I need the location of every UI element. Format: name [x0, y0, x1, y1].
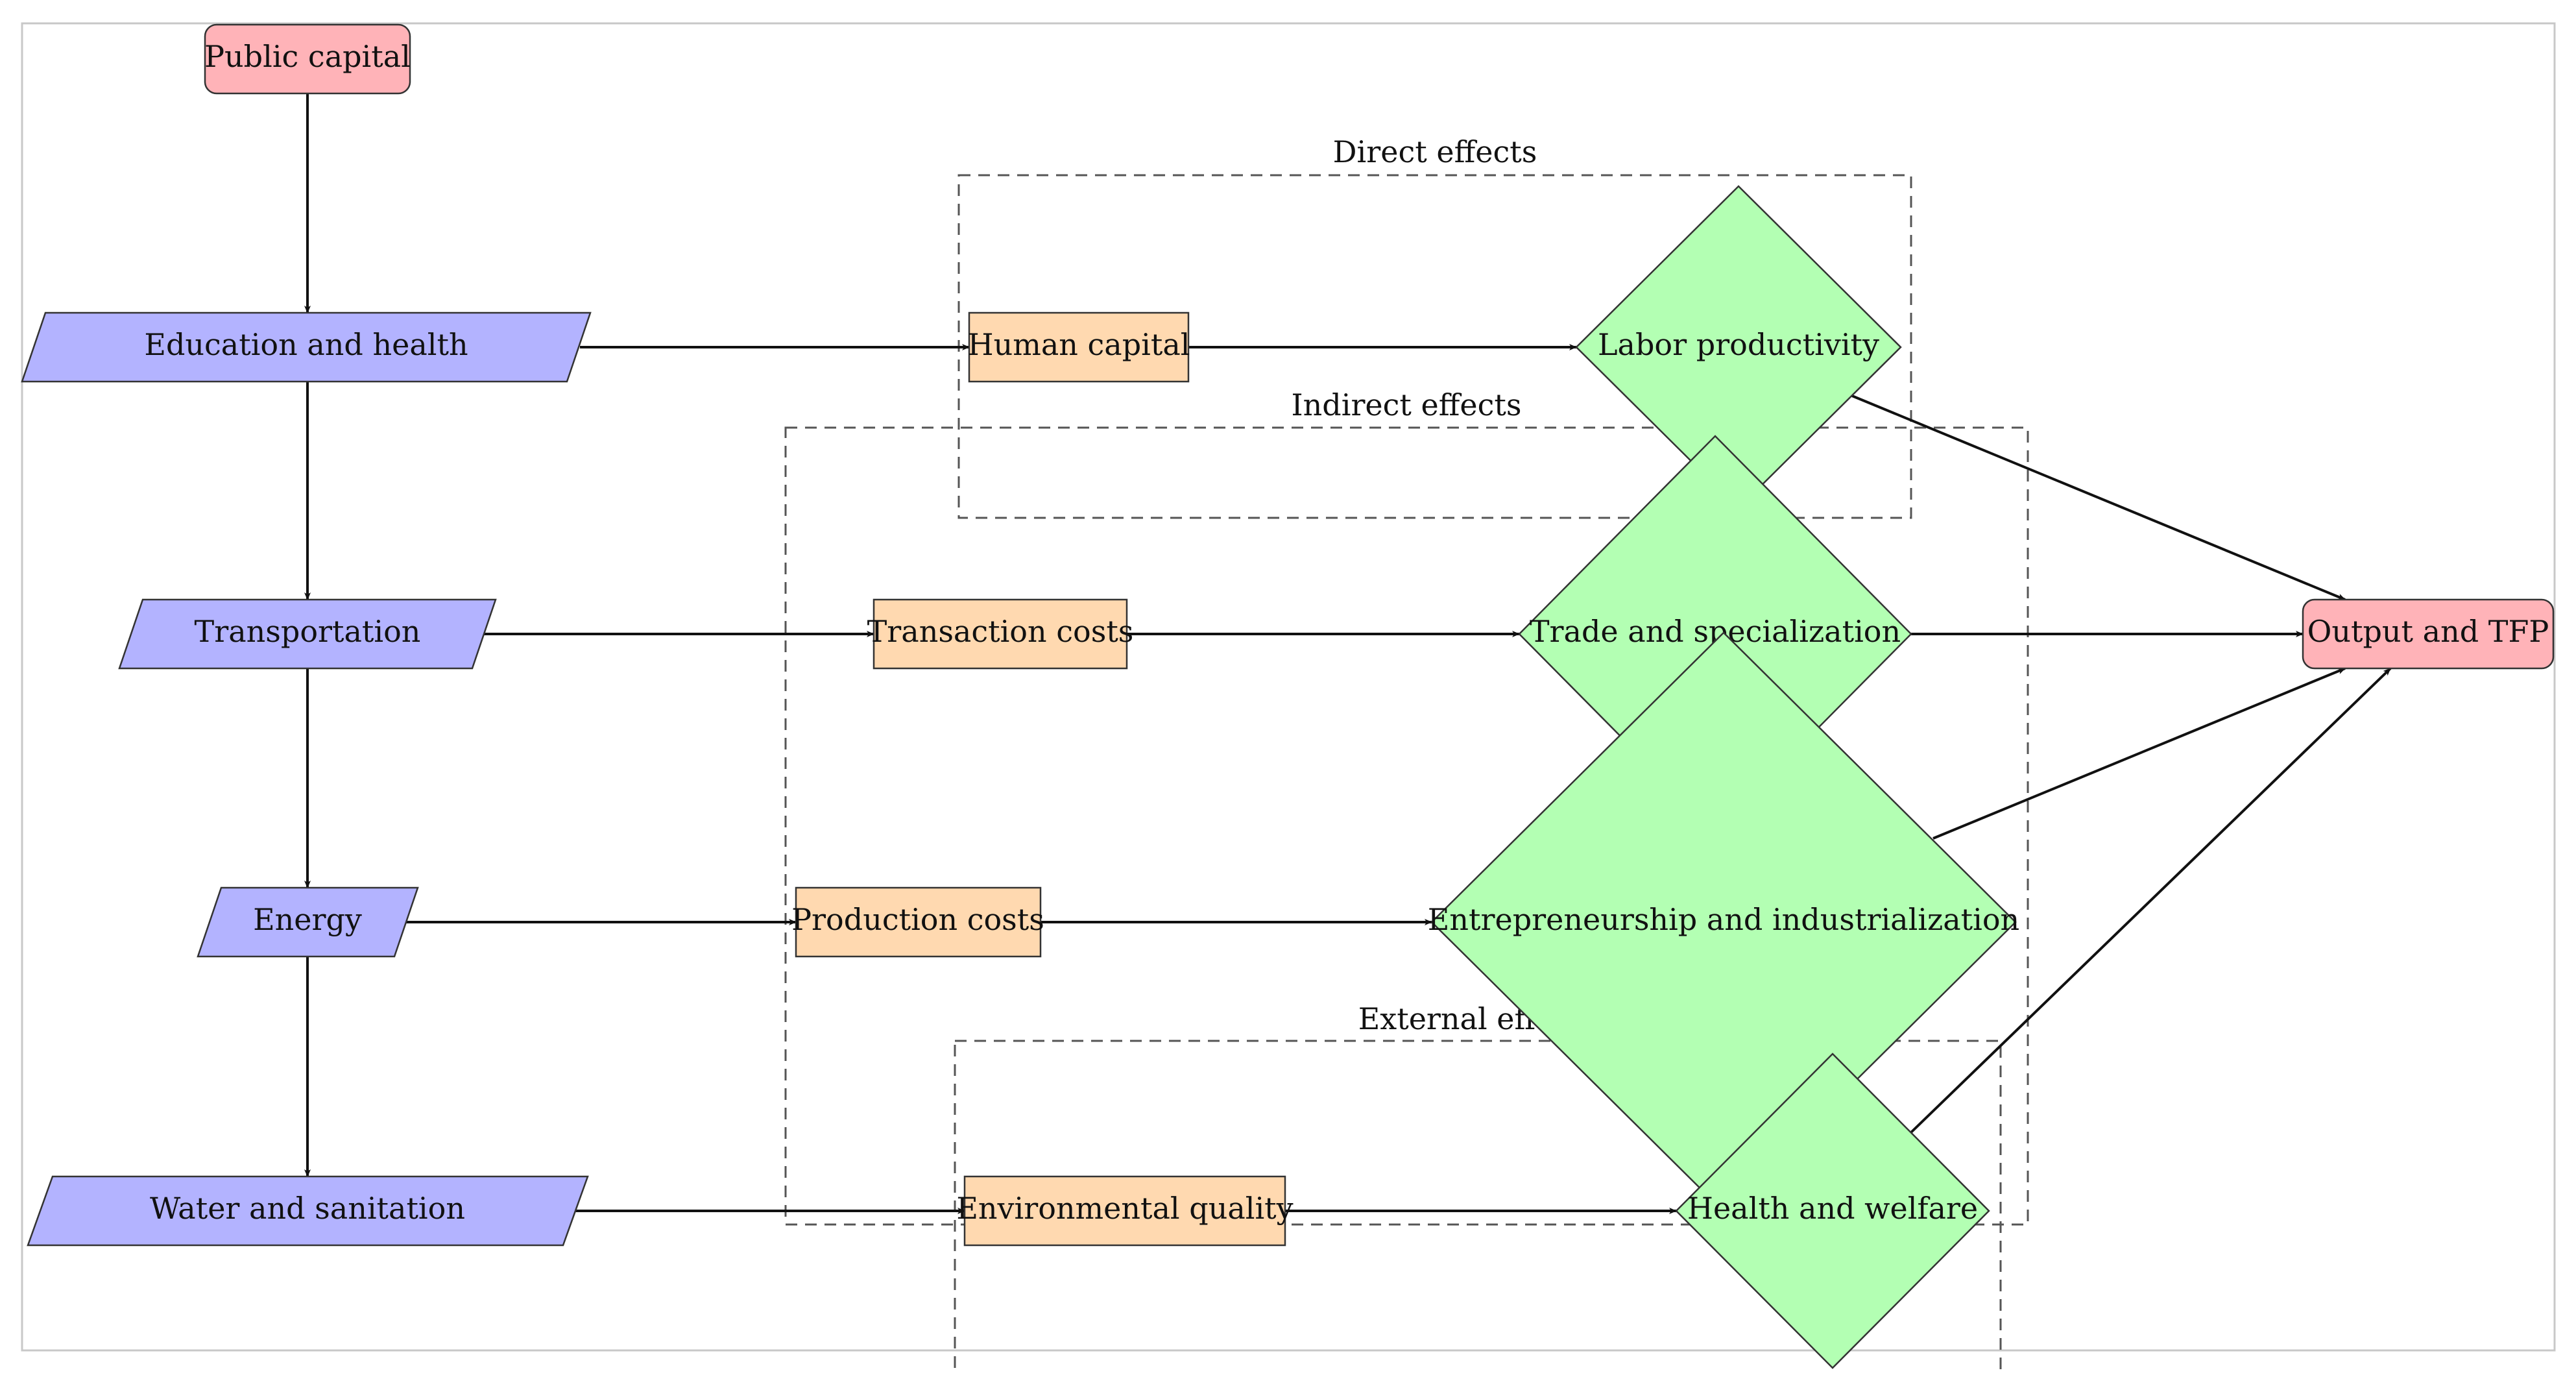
- public-capital-box: [204, 23, 411, 95]
- output-tfp-label: Output and TFP: [2307, 614, 2549, 649]
- node-environmental-quality[interactable]: Environmental quality: [956, 1175, 1294, 1247]
- node-public-capital[interactable]: Public capital: [204, 23, 411, 95]
- health-welfare-label: Health and welfare: [1687, 1191, 1978, 1226]
- environmental-quality-label: Environmental quality: [956, 1191, 1293, 1226]
- node-labor-productivity[interactable]: Labor productivity: [1575, 185, 1902, 509]
- group-indirect-title: Indirect effects: [1291, 387, 1521, 422]
- group-direct-title: Direct effects: [1333, 134, 1537, 169]
- arrow-labor-productivity-to-output-tfp: [1851, 395, 2346, 601]
- node-water-sanitation[interactable]: Water and sanitation: [27, 1175, 589, 1247]
- transaction-costs-label: Transaction costs: [867, 614, 1134, 649]
- water-sanitation-label: Water and sanitation: [150, 1191, 465, 1226]
- node-energy[interactable]: Energy: [197, 886, 419, 958]
- node-production-costs[interactable]: Production costs: [791, 886, 1044, 958]
- labor-productivity-label: Labor productivity: [1598, 327, 1879, 362]
- edge-layer: [304, 93, 2392, 1214]
- production-costs-box: [795, 886, 1042, 958]
- energy-label: Energy: [253, 902, 362, 937]
- arrow-health-welfare-to-output-tfp: [1910, 667, 2392, 1134]
- group-indirect-effects: Indirect effects: [784, 387, 2029, 1226]
- transportation-label: Transportation: [195, 614, 421, 649]
- output-tfp-box: [2302, 598, 2555, 670]
- node-output-tfp[interactable]: Output and TFP: [2302, 598, 2555, 670]
- transaction-costs-box: [873, 598, 1128, 670]
- node-health-welfare[interactable]: Health and welfare: [1675, 1053, 1990, 1369]
- node-transaction-costs[interactable]: Transaction costs: [867, 598, 1134, 670]
- human-capital-label: Human capital: [967, 327, 1190, 362]
- water-sanitation-shape: [27, 1175, 589, 1247]
- public-capital-label: Public capital: [204, 39, 411, 74]
- health-welfare-diamond: [1675, 1053, 1990, 1369]
- energy-shape: [197, 886, 419, 958]
- human-capital-box: [968, 311, 1190, 383]
- node-human-capital[interactable]: Human capital: [967, 311, 1190, 383]
- node-transportation[interactable]: Transportation: [118, 598, 497, 670]
- education-health-shape: [21, 311, 592, 383]
- canvas-frame: [21, 22, 2556, 1352]
- production-costs-label: Production costs: [791, 902, 1044, 937]
- transportation-shape: [118, 598, 497, 670]
- arrow-entrepreneurship-to-output-tfp: [1932, 667, 2346, 840]
- group-external-box: [954, 1040, 2002, 1377]
- node-entrepreneurship[interactable]: Entrepreneurship and industrialization: [1428, 631, 2019, 1213]
- entrepreneurship-label: Entrepreneurship and industrialization: [1428, 902, 2019, 937]
- node-education-health[interactable]: Education and health: [21, 311, 592, 383]
- group-indirect-box: [784, 426, 2029, 1226]
- education-health-label: Education and health: [144, 327, 468, 362]
- environmental-quality-box: [963, 1175, 1286, 1247]
